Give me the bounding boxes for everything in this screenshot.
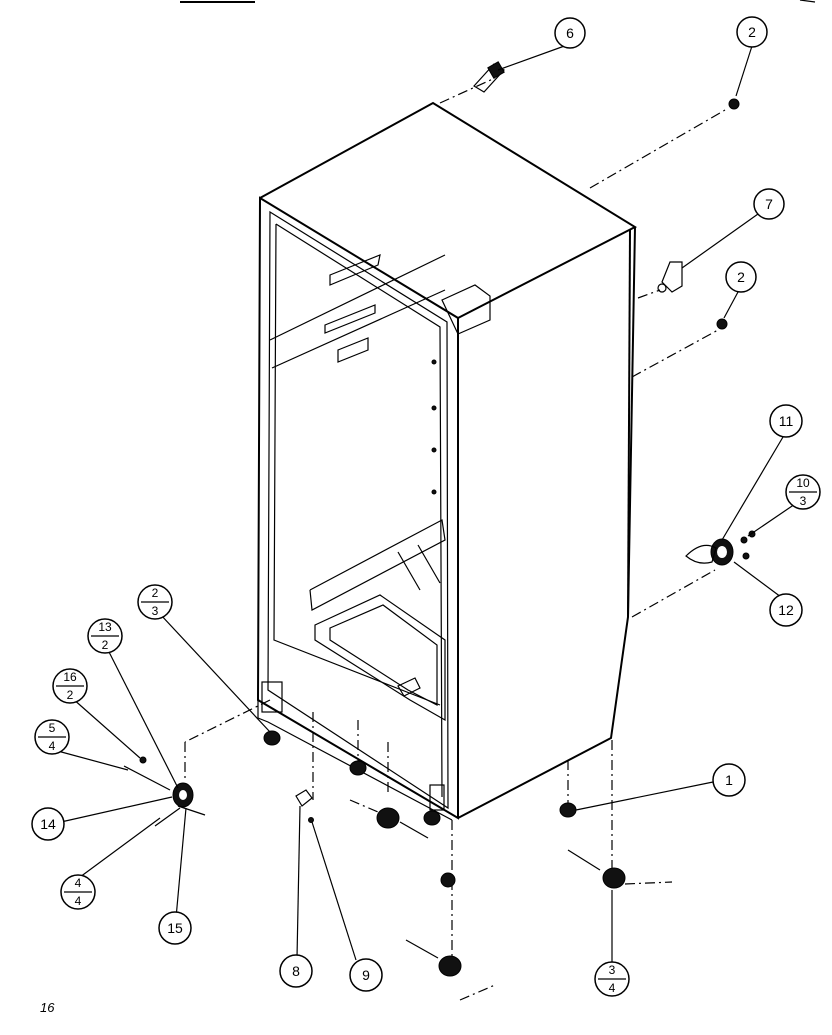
callout-denominator: 4	[75, 894, 82, 908]
callout-2-top: 2	[736, 16, 768, 48]
bracket-part	[657, 261, 683, 293]
lower-hinge-part	[123, 756, 206, 827]
callout-2-side: 2	[725, 261, 757, 293]
leveler-foot-part	[263, 730, 281, 746]
callout-numerator: 4	[75, 876, 82, 890]
callout-8: 8	[279, 954, 313, 988]
callout-denominator: 3	[800, 494, 807, 508]
callout-label: 12	[778, 602, 794, 618]
plug-part-top	[728, 98, 740, 110]
callout-label: 1	[725, 772, 733, 788]
roller-part	[405, 939, 496, 1001]
callout-1: 1	[712, 763, 746, 797]
callout-denominator: 4	[49, 739, 56, 753]
callout-label: 8	[292, 963, 300, 979]
callout-numerator: 5	[49, 721, 56, 735]
callout-13-over-2: 13 2	[87, 618, 123, 654]
callout-label: 14	[40, 816, 56, 832]
callout-label: 6	[566, 25, 574, 41]
callout-numerator: 16	[63, 670, 77, 684]
callout-14: 14	[31, 807, 65, 841]
clip-part	[295, 789, 313, 807]
plug-part-side	[716, 318, 728, 330]
callout-denominator: 2	[102, 638, 109, 652]
callout-leaders	[53, 43, 799, 962]
callout-16-over-2: 16 2	[52, 668, 88, 704]
callout-label: 7	[765, 196, 773, 212]
callout-numerator: 3	[609, 963, 616, 977]
side-hinge-part	[685, 530, 756, 566]
callout-11: 11	[769, 404, 803, 438]
leveler-foot-part	[349, 760, 367, 776]
page-number: 16	[40, 1000, 55, 1015]
callout-9: 9	[349, 958, 383, 992]
callout-denominator: 4	[609, 981, 616, 995]
refrigerator-cabinet	[256, 101, 638, 821]
header-lines	[180, 0, 816, 3]
callout-label: 2	[737, 269, 745, 285]
callout-7: 7	[753, 188, 785, 220]
leveler-foot-part	[440, 872, 456, 888]
parts	[123, 61, 756, 1001]
callout-3-over-4: 3 4	[594, 961, 630, 997]
callout-2-over-3: 2 3	[137, 584, 173, 620]
callout-4-over-4: 4 4	[60, 874, 96, 910]
callout-label: 15	[167, 920, 183, 936]
callout-label: 11	[779, 413, 794, 429]
roller-part	[349, 799, 429, 839]
callout-6: 6	[554, 17, 586, 49]
roller-part	[567, 849, 673, 889]
callout-denominator: 2	[67, 688, 74, 702]
callout-label: 2	[748, 24, 756, 40]
callout-10-over-3: 10 3	[785, 474, 821, 510]
callout-numerator: 2	[152, 586, 159, 600]
callout-label: 9	[362, 967, 370, 983]
screw-part	[308, 817, 314, 823]
hinge-pin-part	[473, 61, 505, 93]
callout-denominator: 3	[152, 604, 159, 618]
callout-numerator: 10	[796, 476, 810, 490]
callout-5-over-4: 5 4	[34, 719, 70, 755]
leveler-foot-part	[559, 802, 577, 818]
callout-numerator: 13	[98, 620, 112, 634]
callout-15: 15	[158, 911, 192, 945]
leveler-foot-part	[423, 810, 441, 826]
callout-12: 12	[769, 593, 803, 627]
assembly-dash-lines	[184, 77, 726, 960]
